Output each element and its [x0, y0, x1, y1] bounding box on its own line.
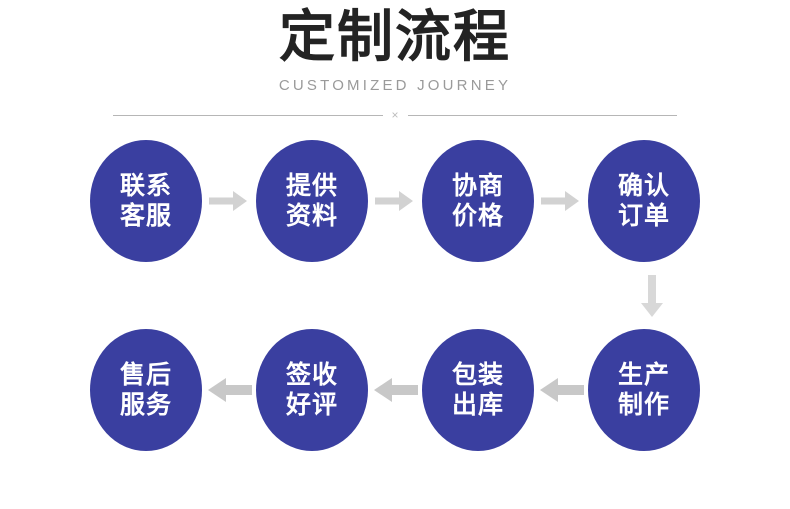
flow-step-label-line2: 订单 — [617, 201, 670, 230]
flow-step-label-line2: 出库 — [451, 390, 504, 419]
flow-step-label-line2: 好评 — [285, 390, 338, 419]
flow-step-after-sales-service[interactable]: 售后 服务 — [90, 329, 202, 451]
flow-step-label-line1: 包装 — [451, 360, 504, 389]
flow-step-label-line2: 价格 — [451, 201, 504, 230]
flow-row-1: 联系 客服 提供 资料 协商 价格 确认 订单 — [0, 139, 790, 263]
flow-step-label-line1: 确认 — [617, 171, 670, 200]
flow-connector — [0, 266, 790, 328]
flow-step-label-line1: 协商 — [451, 171, 504, 200]
header: 定制流程 CUSTOMIZED JOURNEY — [0, 0, 790, 96]
flow-step-label-line1: 售后 — [119, 360, 172, 389]
flow-step-confirm-order[interactable]: 确认 订单 — [588, 140, 700, 262]
arrow-left-icon — [202, 370, 256, 410]
flow-step-label-line2: 服务 — [119, 390, 172, 419]
arrow-right-icon — [534, 181, 588, 221]
flow-step-contact-service[interactable]: 联系 客服 — [90, 140, 202, 262]
flow-step-production[interactable]: 生产 制作 — [588, 329, 700, 451]
divider-line-left — [113, 114, 383, 116]
flow-step-signed-good-review[interactable]: 签收 好评 — [256, 329, 368, 451]
flow-row-2: 售后 服务 签收 好评 包装 出库 生产 制作 — [0, 328, 790, 452]
divider-line-right — [407, 114, 678, 116]
arrow-left-icon — [368, 370, 422, 410]
flow-step-label-line1: 签收 — [285, 360, 338, 389]
arrow-right-icon — [202, 181, 256, 221]
flow-step-label-line1: 提供 — [285, 171, 338, 200]
flow-step-negotiate-price[interactable]: 协商 价格 — [422, 140, 534, 262]
page-title: 定制流程 — [279, 5, 511, 70]
flow-step-provide-materials[interactable]: 提供 资料 — [256, 140, 368, 262]
divider-cross-icon: × — [391, 108, 399, 122]
divider: × — [113, 108, 678, 122]
flow-step-label-line1: 生产 — [617, 360, 670, 389]
page-subtitle: CUSTOMIZED JOURNEY — [278, 77, 512, 94]
flow-step-label-line1: 联系 — [119, 171, 172, 200]
flow-step-label-line2: 客服 — [119, 201, 172, 230]
arrow-down-icon — [622, 275, 682, 319]
flow-step-label-line2: 资料 — [285, 201, 338, 230]
flow-step-label-line2: 制作 — [617, 390, 670, 419]
flow-step-packing-shipping[interactable]: 包装 出库 — [422, 329, 534, 451]
arrow-left-icon — [534, 370, 588, 410]
arrow-right-icon — [368, 181, 422, 221]
